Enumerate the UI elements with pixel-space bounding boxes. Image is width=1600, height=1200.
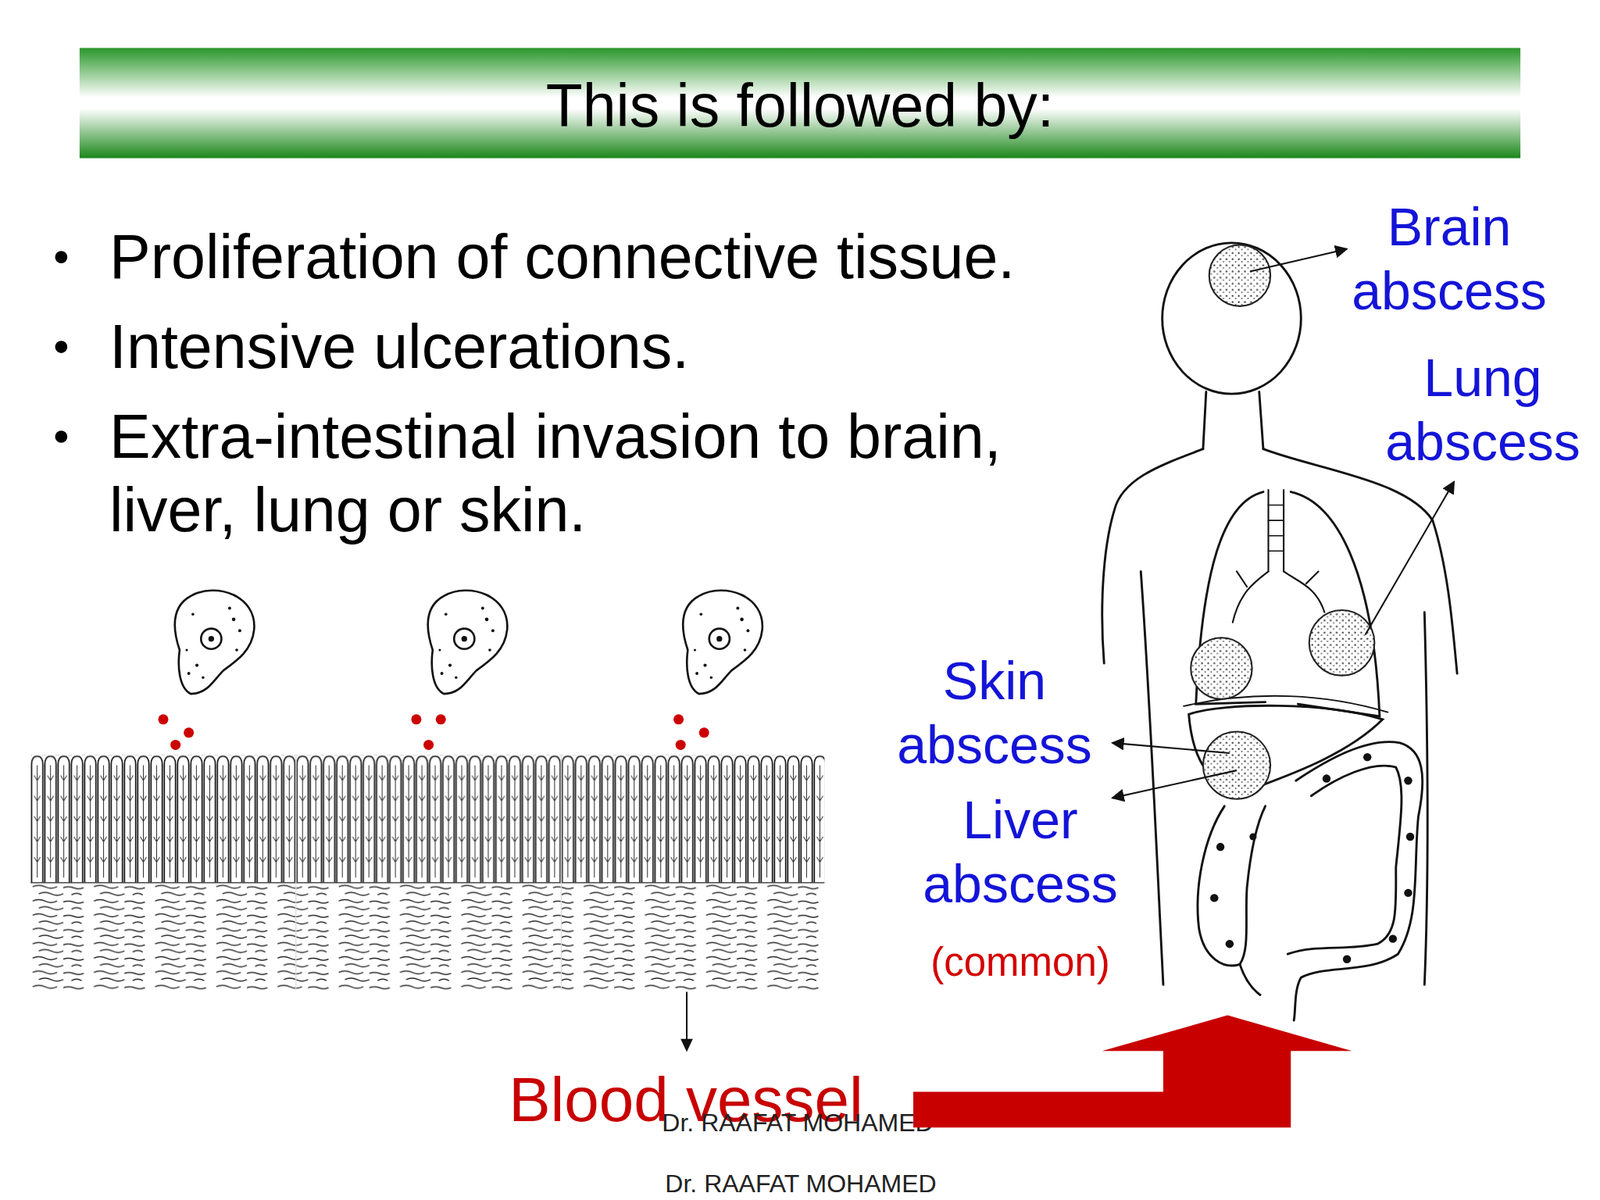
- abscess-label: Lung abscess: [1350, 345, 1600, 474]
- bullet-markers: [55, 250, 68, 443]
- human-figure: [1102, 242, 1458, 1021]
- watermark: Dr. RAAFAT MOHAMED: [605, 1167, 997, 1200]
- big-red-arrow: [913, 1015, 1353, 1129]
- slide-title: This is followed by:: [79, 74, 1521, 137]
- frequency-note: (common): [864, 939, 1177, 986]
- bullet-text: Intensive ulcerations.: [109, 310, 1047, 384]
- enzyme-dots: [157, 714, 709, 750]
- bullet-text: Proliferation of connective tissue.: [109, 220, 1047, 294]
- amoeba-cells: [175, 590, 763, 694]
- bullet-text: Extra-intestinal invasion to brain, live…: [109, 400, 1047, 547]
- intestinal-wall: [30, 755, 825, 990]
- abscess-lesions: [1190, 244, 1375, 799]
- abscess-label: Skin abscess: [861, 648, 1128, 777]
- abscess-label: Liver abscess: [887, 787, 1154, 916]
- watermark: Dr. RAAFAT MOHAMED: [602, 1107, 993, 1139]
- leader-arrows: [1112, 249, 1455, 799]
- blood-vessel-pointer: [680, 992, 693, 1053]
- title-band: [79, 47, 1521, 158]
- abscess-label: Brain abscess: [1316, 194, 1583, 323]
